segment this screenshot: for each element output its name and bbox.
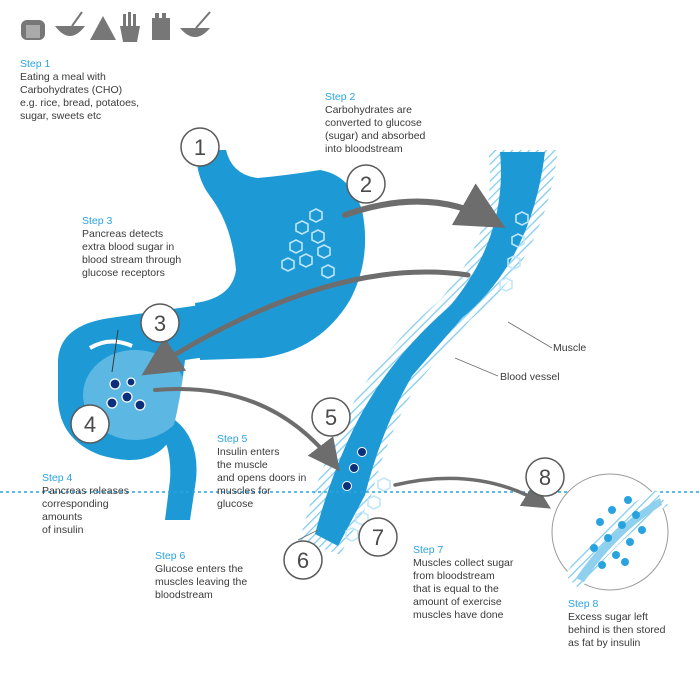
svg-text:3: 3: [154, 311, 166, 336]
step-3-lines: Pancreas detects extra blood sugar in bl…: [82, 228, 181, 280]
bread-icon: [21, 20, 45, 40]
step-8-line: as fat by insulin: [568, 637, 641, 649]
step-1-lines: Eating a meal with Carbohydrates (CHO) e…: [20, 71, 139, 123]
marker-3: 3: [140, 303, 180, 343]
step-1-line: Carbohydrates (CHO): [20, 84, 123, 96]
step-4-text: Step 4 Pancreas releases corresponding a…: [42, 472, 129, 537]
vessel-insulin-dots: [342, 447, 367, 491]
blood-vessel: [315, 152, 545, 546]
step-7-title: Step 7: [413, 544, 444, 556]
marker-7: 7: [358, 517, 398, 557]
arrow-pancreas-to-muscle: [153, 387, 340, 472]
step-8-text: Step 8 Excess sugar left behind is then …: [568, 598, 665, 650]
step-3-line: blood stream through: [82, 254, 182, 266]
marker-1: 1: [180, 127, 220, 167]
arrow-vessel-to-pancreas: [141, 269, 471, 376]
step-5-line: muscles for: [217, 485, 271, 497]
step-6-lines: Glucose enters the muscles leaving the b…: [155, 563, 247, 602]
step-7-line: that is equal to the: [413, 583, 499, 595]
svg-text:1: 1: [194, 135, 206, 160]
step-4-title: Step 4: [42, 472, 73, 484]
step-2-line: (sugar) and absorbed: [325, 130, 426, 142]
marker-4: 4: [70, 404, 110, 444]
arrow-muscle-to-fat: [393, 476, 551, 509]
step-1-line: sugar, sweets etc: [20, 110, 102, 122]
step-4-line: of insulin: [42, 524, 84, 536]
step-6-line: Glucose enters the: [155, 563, 244, 575]
arrow-stomach-to-vessel: [342, 183, 506, 228]
svg-text:7: 7: [372, 525, 384, 550]
step-5-line: glucose: [217, 498, 254, 510]
step-8-title: Step 8: [568, 598, 599, 610]
cereal-icon: [180, 11, 211, 37]
step-5-title: Step 5: [217, 433, 248, 445]
svg-text:6: 6: [297, 548, 309, 573]
step-6-line: bloodstream: [155, 589, 213, 601]
step-markers: 1 2 3 4 5 6 7 8: [70, 127, 565, 580]
step-2-title: Step 2: [325, 91, 356, 103]
step-7-line: Muscles collect sugar: [413, 557, 514, 569]
insulin-dots: [106, 377, 146, 411]
svg-text:2: 2: [360, 172, 372, 197]
step-8-lines: Excess sugar left behind is then stored …: [568, 611, 665, 650]
process-arrows: [141, 183, 551, 509]
step-3-text: Step 3 Pancreas detects extra blood suga…: [82, 215, 181, 280]
step-2-line: converted to glucose: [325, 117, 422, 129]
svg-text:5: 5: [325, 405, 337, 430]
stomach-glucose: [281, 208, 335, 279]
step-7-line: amount of exercise: [413, 596, 502, 608]
marker-5: 5: [311, 397, 351, 437]
step-8-line: behind is then stored: [568, 624, 666, 636]
step-1-line: Eating a meal with: [20, 71, 106, 83]
svg-text:8: 8: [539, 465, 551, 490]
step-7-line: from bloodstream: [413, 570, 495, 582]
vessel-glucose: [345, 211, 529, 542]
duodenum-tail: [160, 420, 197, 520]
fries-icon: [120, 12, 140, 42]
sweets-icon: [152, 13, 170, 40]
step-7-line: muscles have done: [413, 609, 504, 621]
step-7-lines: Muscles collect sugar from bloodstream t…: [413, 557, 513, 622]
step-3-title: Step 3: [82, 215, 113, 227]
step-4-line: amounts: [42, 511, 83, 523]
step-5-lines: Insulin enters the muscle and opens door…: [217, 446, 306, 511]
marker-8: 8: [525, 457, 565, 497]
step-1-text: Step 1 Eating a meal with Carbohydrates …: [20, 58, 139, 123]
muscle-label: Muscle: [553, 342, 587, 354]
food-icons: [21, 11, 211, 42]
step-6-line: muscles leaving the: [155, 576, 248, 588]
step-5-text: Step 5 Insulin enters the muscle and ope…: [217, 433, 306, 511]
step-1-line: e.g. rice, bread, potatoes,: [20, 97, 140, 109]
bowl-icon: [55, 11, 85, 36]
step-4-line: Pancreas releases: [42, 485, 129, 497]
step-2-line: into bloodstream: [325, 143, 403, 155]
step-5-line: the muscle: [217, 459, 268, 471]
step-3-line: extra blood sugar in: [82, 241, 175, 253]
step-4-line: corresponding: [42, 498, 109, 510]
step-5-line: Insulin enters: [217, 446, 280, 458]
svg-text:4: 4: [84, 412, 96, 437]
step-2-lines: Carbohydrates are converted to glucose (…: [325, 104, 425, 156]
step-3-line: Pancreas detects: [82, 228, 164, 240]
step-7-text: Step 7 Muscles collect sugar from bloods…: [413, 544, 513, 622]
step-2-text: Step 2 Carbohydrates are converted to gl…: [325, 91, 425, 156]
marker-6: 6: [283, 540, 323, 580]
step-3-line: glucose receptors: [82, 267, 165, 279]
step-6-title: Step 6: [155, 550, 186, 562]
fat-cell: [551, 473, 669, 591]
step-1-title: Step 1: [20, 58, 51, 70]
step-6-text: Step 6 Glucose enters the muscles leavin…: [155, 550, 247, 602]
step-2-line: Carbohydrates are: [325, 104, 412, 116]
step-4-lines: Pancreas releases corresponding amounts …: [42, 485, 129, 537]
step-8-line: Excess sugar left: [568, 611, 648, 623]
blood-vessel-label: Blood vessel: [500, 371, 560, 383]
marker-2: 2: [346, 164, 386, 204]
step-5-line: and opens doors in: [217, 472, 307, 484]
sugar-icon: [90, 16, 116, 40]
